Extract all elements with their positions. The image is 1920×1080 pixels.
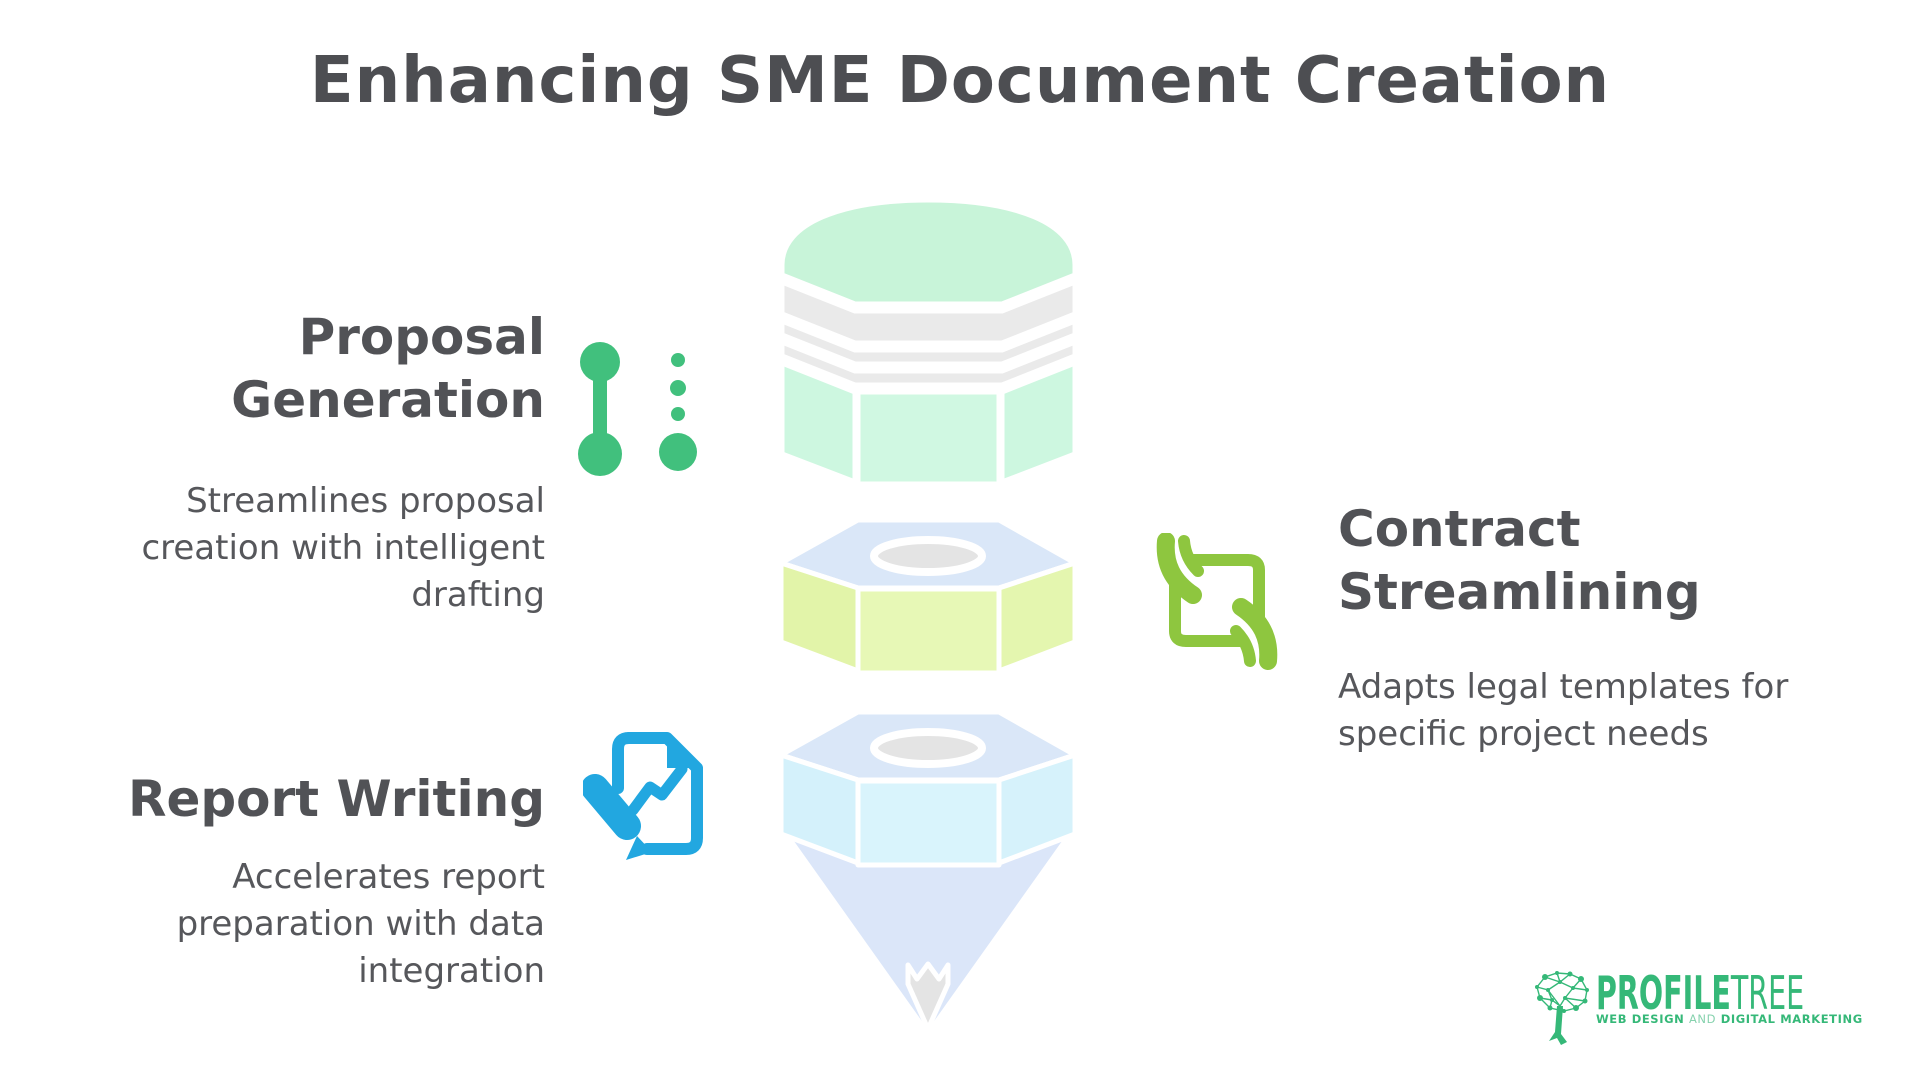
proposal-description: Streamlines proposal creation with intel… <box>141 481 545 615</box>
contract-heading: Contract Streamlining <box>1338 500 1701 621</box>
report-description: Accelerates report preparation with data… <box>176 857 545 991</box>
document-funnel-graphic <box>778 197 1078 1037</box>
funnel-arrow-icon <box>905 961 951 1032</box>
tagline-digital-marketing: DIGITAL MARKETING <box>1720 1012 1863 1026</box>
funnel-top-drum <box>779 197 1078 487</box>
profiletree-wordmark: PROFILETREE <box>1596 970 1804 1016</box>
profiletree-logo: PROFILETREE WEB DESIGN AND DIGITAL MARKE… <box>1532 968 1862 1052</box>
tagline-web-design: WEB DESIGN <box>1596 1012 1685 1026</box>
funnel-hex-nut-bottom <box>778 709 1078 868</box>
report-pen-chart-icon <box>583 732 703 860</box>
proposal-heading: Proposal Generation <box>231 308 545 429</box>
contract-description: Adapts legal templates for specific proj… <box>1338 667 1789 754</box>
milestone-steps-icon <box>578 342 697 476</box>
report-heading: Report Writing <box>127 770 545 828</box>
logo-brand-light: TREE <box>1730 966 1805 1020</box>
page-title: Enhancing SME Document Creation <box>309 44 1611 118</box>
tagline-and: AND <box>1688 1012 1717 1026</box>
profiletree-tree-icon <box>1535 971 1589 1045</box>
funnel-hex-nut-middle <box>778 517 1078 676</box>
logo-brand-bold: PROFILE <box>1596 966 1731 1020</box>
profiletree-tagline: WEB DESIGN AND DIGITAL MARKETING <box>1596 1012 1863 1026</box>
document-handover-icon <box>1156 533 1278 670</box>
